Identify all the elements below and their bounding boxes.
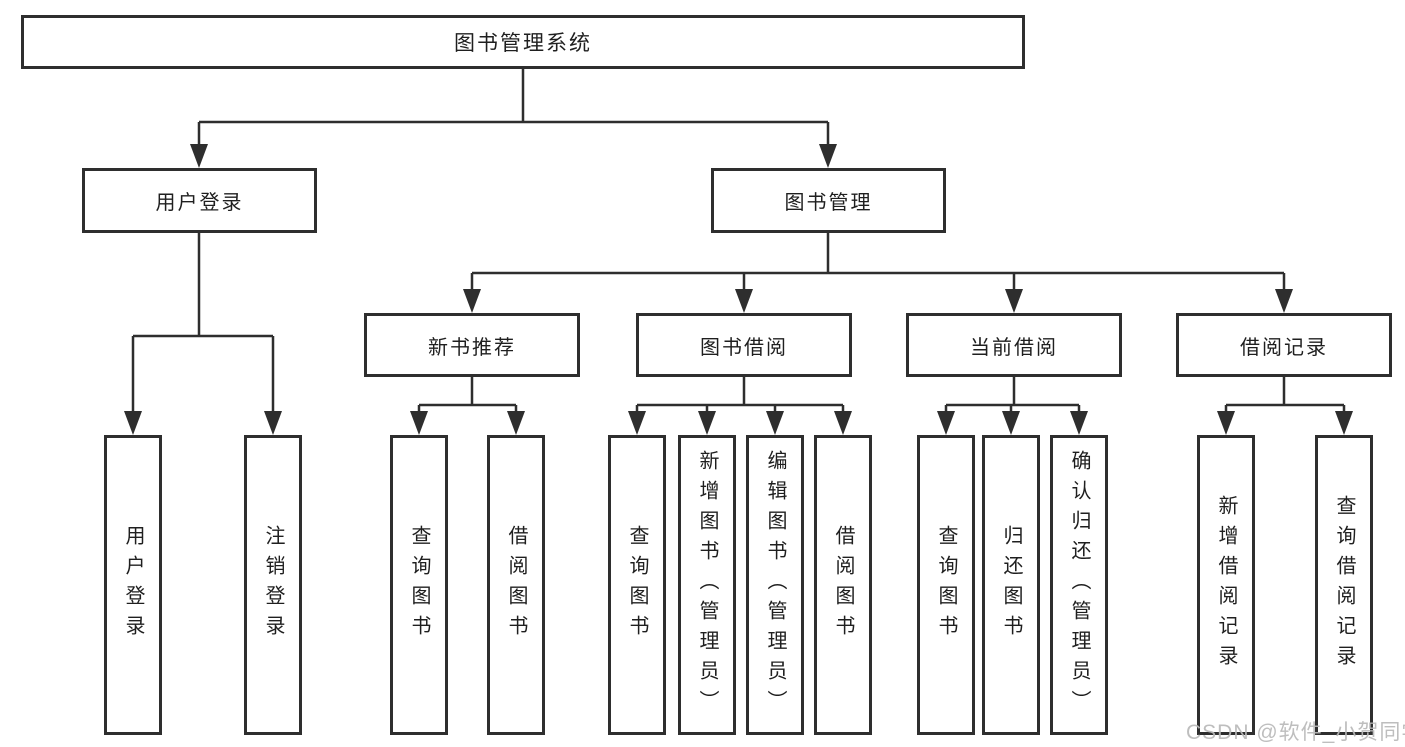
node-user-login: 用户登录 [82, 168, 317, 233]
node-root: 图书管理系统 [21, 15, 1025, 69]
node-new-book-recommend: 新书推荐 [364, 313, 580, 377]
connector-user-login-children [131, 233, 275, 413]
connector-book-mgmt-to-level3 [470, 233, 1286, 291]
connector-new-book-rec-children [417, 377, 518, 413]
leaf-edit-books-admin: 编辑图书（管理员） [746, 435, 804, 735]
connector-borrow-records-children [1224, 377, 1346, 413]
leaf-borrow-books-recommend: 借阅图书 [487, 435, 545, 735]
connector-book-borrow-children [635, 377, 845, 413]
csdn-watermark: CSDN @软件_小贺同学 [1186, 721, 1405, 744]
leaf-query-borrow-record: 查询借阅记录 [1315, 435, 1373, 735]
leaf-return-books: 归还图书 [982, 435, 1040, 735]
arrowhead-icons [124, 144, 1353, 435]
leaf-add-books-admin: 新增图书（管理员） [678, 435, 736, 735]
leaf-query-books-borrow: 查询图书 [608, 435, 666, 735]
leaf-logout: 注销登录 [244, 435, 302, 735]
node-current-borrow: 当前借阅 [906, 313, 1122, 377]
leaf-user-login: 用户登录 [104, 435, 162, 735]
leaf-confirm-return-admin: 确认归还（管理员） [1050, 435, 1108, 735]
connector-current-borrow-children [944, 377, 1081, 413]
leaf-borrow-books: 借阅图书 [814, 435, 872, 735]
leaf-query-books-current: 查询图书 [917, 435, 975, 735]
node-book-borrow: 图书借阅 [636, 313, 852, 377]
leaf-query-books-recommend: 查询图书 [390, 435, 448, 735]
node-borrow-records: 借阅记录 [1176, 313, 1392, 377]
node-book-management: 图书管理 [711, 168, 946, 233]
connector-root-to-level2 [197, 68, 830, 146]
leaf-add-borrow-record: 新增借阅记录 [1197, 435, 1255, 735]
